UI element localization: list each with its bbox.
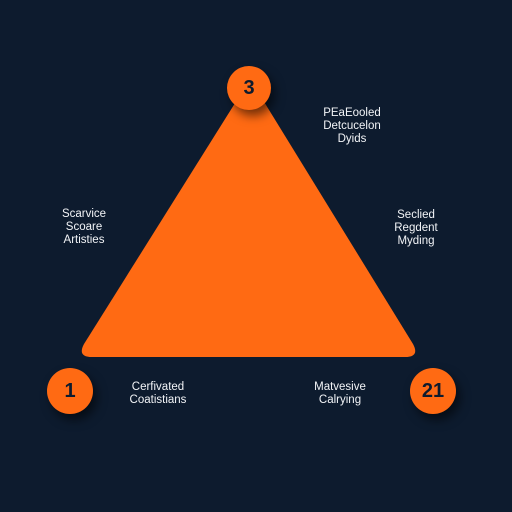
step-badge-bottom-left: 1 — [47, 368, 93, 414]
step-number-top: 3 — [243, 76, 255, 99]
label-line: PEaEooled — [323, 107, 381, 119]
label-line: Scoare — [65, 221, 103, 233]
label-bottom-left: Cerfivated Coatistians — [118, 381, 198, 407]
label-bottom-right: Matvesive Calrying — [300, 381, 380, 407]
label-right: Seclied Regdent Myding — [376, 209, 456, 248]
triangle-fill — [81, 86, 416, 357]
step-badge-bottom-right: 21 — [410, 368, 456, 414]
step-number-bottom-right: 21 — [421, 379, 445, 402]
label-line: Calrying — [318, 394, 362, 406]
label-line: Dyids — [337, 133, 367, 145]
label-line: Detcucelon — [323, 120, 381, 132]
label-top-right: PEaEooled Detcucelon Dyids — [312, 107, 392, 146]
step-number-bottom-left: 1 — [64, 379, 76, 402]
label-line: Matvesive — [314, 381, 366, 393]
label-left: Scarvice Scoare Artisties — [44, 208, 124, 247]
step-badge-top: 3 — [227, 66, 271, 110]
label-line: Scarvice — [61, 208, 107, 220]
label-line: Coatistians — [129, 394, 187, 406]
label-line: Myding — [397, 235, 435, 247]
label-line: Regdent — [394, 222, 438, 234]
label-line: Seclied — [397, 209, 435, 221]
label-line: Artisties — [63, 234, 105, 246]
label-line: Cerfivated — [131, 381, 185, 393]
